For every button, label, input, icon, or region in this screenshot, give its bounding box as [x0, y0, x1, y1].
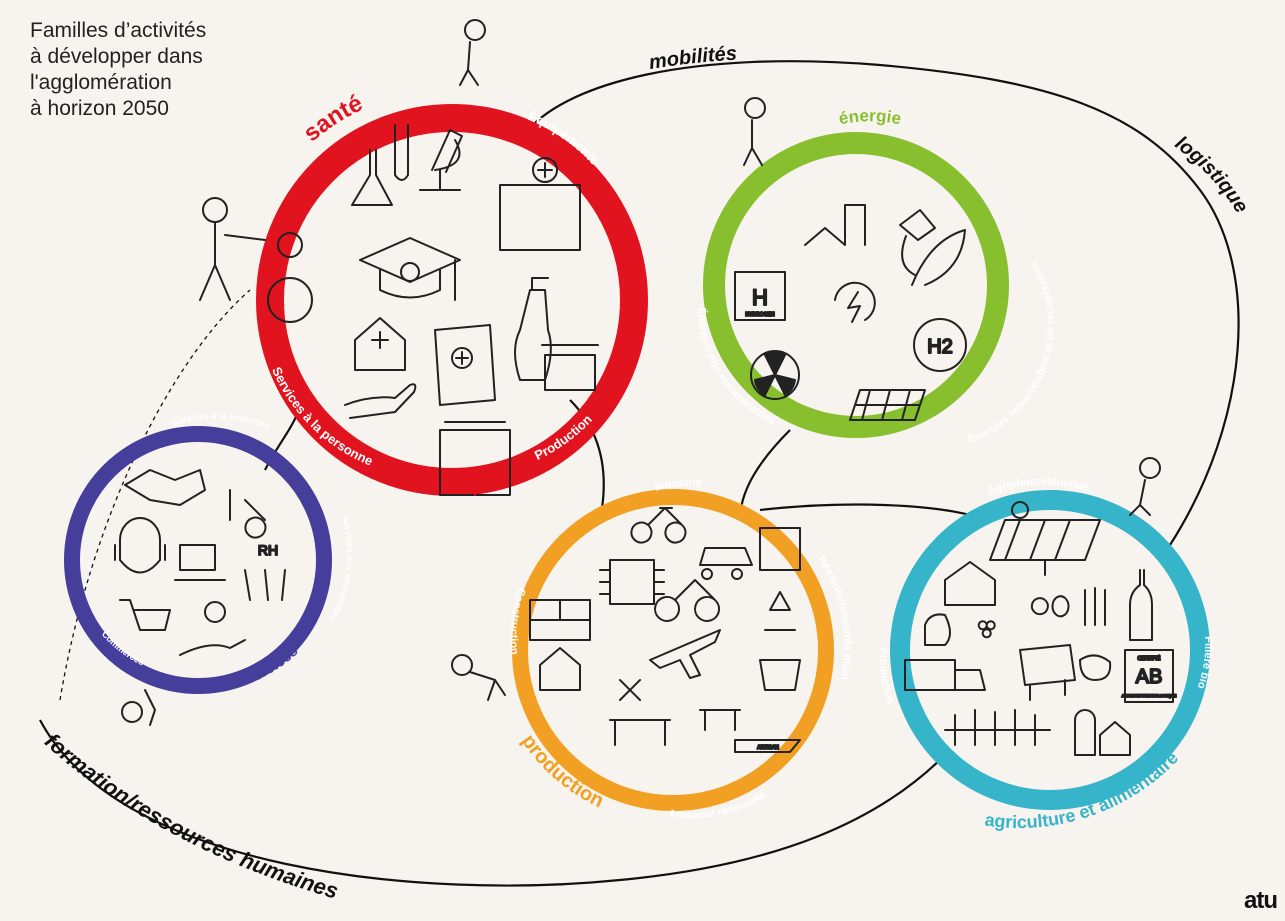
production-icons: ARTISAN [529, 507, 801, 753]
grapes-icon [977, 620, 996, 639]
services-icons: RH [114, 469, 286, 656]
headset-icon [114, 517, 166, 574]
ring-agriculture-circle [890, 490, 1210, 810]
fruits-icon [1030, 595, 1070, 618]
hydrogen-box-icon [734, 271, 786, 321]
flow-label-mobilites: mobilités [647, 43, 737, 74]
walker-globe-icon [1129, 457, 1161, 516]
hydrogen-box-text: H [752, 285, 768, 310]
ring-agriculture: Agriphotovoltaïque Production Filière bi… [877, 476, 1215, 833]
walker-globe-icon [459, 19, 486, 86]
ring-energie-title: énergie [837, 106, 903, 128]
ring-services-label-entreprises: Services aux entreprises [328, 514, 356, 623]
ring-services: Services à la personne Services aux entr… [64, 410, 356, 694]
care-giver-icon [229, 489, 267, 539]
gear-icon [204, 601, 226, 623]
h2-bubble-icon [913, 318, 967, 372]
ab-bottom-text: AGRICULTURE BIOLOGIQUE [1122, 693, 1177, 698]
h2-text: H2 [927, 336, 953, 358]
flow-label-logistique: logistique [1171, 132, 1252, 217]
diagram-title: Familles d’activités à développer dans l… [30, 19, 207, 120]
artisan-text: ARTISAN [757, 745, 779, 751]
ab-text: AB [1136, 666, 1163, 688]
car-icon [699, 547, 753, 580]
bicycle-icon [630, 507, 687, 544]
truck-icon [904, 659, 986, 691]
ab-top-text: CERTIFIÉ [1138, 655, 1161, 662]
flask-icon [351, 149, 393, 206]
flow-label-formation: formation/ressources humaines [40, 728, 341, 903]
ring-sante: santé Équipements Services à la personne… [256, 90, 648, 496]
medical-book-icon [434, 324, 496, 406]
rh-people-icon [244, 569, 286, 601]
agriculture-icons: CERTIFIÉ AB AGRICULTURE BIOLOGIQUE [904, 501, 1178, 756]
caring-hand-icon [344, 383, 417, 419]
link-energie-production [738, 429, 791, 521]
tools-icon [619, 679, 641, 701]
bricks-icon [529, 599, 591, 641]
flow-connectors [39, 60, 1240, 887]
recycling-icon [764, 591, 796, 631]
walker-globe-icon [451, 654, 506, 701]
atu-logo: atu [1244, 887, 1278, 914]
hydrogen-caption: HYDROGEN [746, 312, 775, 318]
ring-energie-circle [703, 132, 1009, 438]
walking-figures [121, 19, 1161, 726]
shopping-cart-icon [119, 599, 171, 631]
farmhouse-icon [944, 561, 996, 606]
giving-hand-icon [179, 639, 246, 656]
sack-icon [924, 613, 951, 646]
mobilites-line [519, 60, 1240, 546]
ring-sante-circle [256, 104, 648, 496]
wine-bottle-icon [1129, 569, 1153, 641]
link-production-agriculture [759, 503, 971, 517]
graduation-cap-icon [359, 237, 461, 301]
formation-line [39, 719, 946, 887]
cream-jar-icon [541, 344, 599, 391]
ab-label-icon [1124, 649, 1174, 703]
dumpster-icon [759, 659, 801, 691]
handshake-icon [124, 469, 206, 506]
presentation-icon [174, 544, 226, 581]
walker-globe-icon [121, 689, 156, 726]
walker-globe-icon [743, 97, 766, 166]
second-bicycle-icon [654, 579, 721, 622]
energie-icons: H HYDROGEN H2 [734, 204, 967, 421]
wheat-icon [1084, 587, 1106, 626]
sheep-icon [1079, 654, 1112, 681]
shared-meal-icon [944, 709, 1051, 746]
rh-text: RH [258, 542, 278, 558]
caregiver-wheelchair-icon [199, 197, 313, 323]
solar-panel-icon [849, 389, 926, 421]
home-health-icon [354, 317, 406, 371]
solar-field-icon [989, 519, 1101, 576]
sante-icons [344, 124, 599, 496]
energy-cycle-icon [834, 281, 876, 323]
artisan-sign-icon [734, 739, 801, 753]
silo-barn-icon [1074, 709, 1131, 756]
house-gas-icon [804, 204, 866, 246]
house-sketch-icon [539, 647, 581, 691]
cow-icon [1019, 644, 1076, 701]
nuclear-icon [750, 350, 800, 400]
test-tube-icon [394, 124, 409, 181]
airplane-icon [649, 629, 721, 679]
ring-production: Industrie Construction Réemploi/seconde … [507, 477, 853, 822]
ring-production-circle [512, 489, 834, 811]
microchip-icon [599, 559, 665, 605]
leaf-icon [911, 229, 966, 286]
ring-energie: énergie Énergies non renouvelables Énerg… [695, 106, 1056, 446]
workbench-icon [609, 709, 741, 746]
ring-services-circle [64, 426, 332, 694]
medicine-jar-icon [439, 421, 511, 496]
sun-icon [1011, 501, 1029, 519]
plug-icon [899, 209, 936, 276]
hospital-icon [499, 157, 581, 251]
microscope-icon [419, 129, 463, 191]
tram-icon [759, 527, 801, 571]
